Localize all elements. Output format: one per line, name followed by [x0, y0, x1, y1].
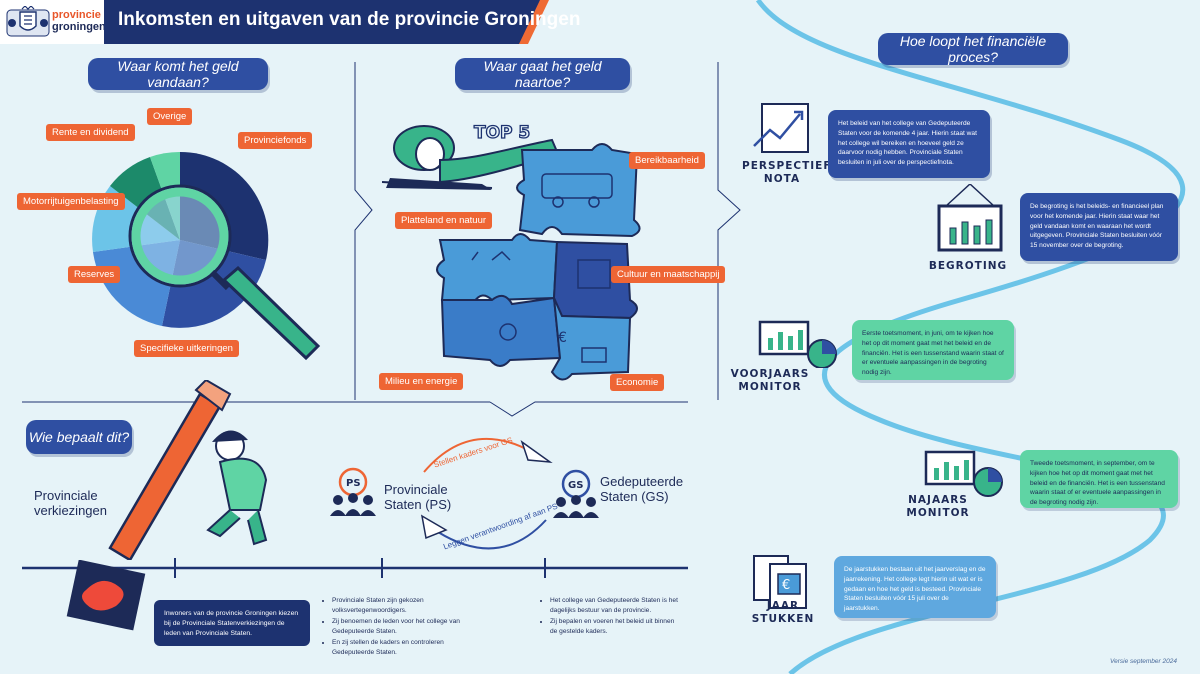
gs-badge-text: GS: [568, 480, 583, 491]
label-bereikbaarheid: Bereikbaarheid: [629, 152, 705, 169]
gs-group-icon: GS: [553, 469, 599, 518]
label-provinciefonds: Provinciefonds: [238, 132, 313, 149]
jaarstukken-label: JAAR STUKKEN: [751, 600, 815, 625]
begroting-info: De begroting is het beleids- en financie…: [1020, 193, 1178, 261]
ps-gs-arrows: [420, 437, 553, 550]
ps-bullet: Provinciale Staten zijn gekozen volksver…: [332, 596, 467, 616]
paper-plane-icon: [520, 440, 553, 463]
page-title: Inkomsten en uitgaven van de provincie G…: [118, 9, 581, 30]
top5-text: TOP 5: [474, 123, 530, 143]
perspectiefnota-info: Het beleid van het college van Gedeputee…: [828, 110, 990, 178]
income-heading: Waar komt het geld vandaan?: [88, 58, 268, 90]
label-milieu: Milieu en energie: [379, 373, 464, 390]
gs-bullet: Het college van Gedeputeerde Staten is h…: [550, 596, 680, 616]
ps-bullet: En zij stellen de kaders en controleren …: [332, 638, 467, 658]
svg-text:€: €: [782, 578, 790, 593]
magnifier-handle: [221, 265, 321, 361]
begroting-label: BEGROTING: [928, 260, 1008, 272]
perspectiefnota-icon: [753, 103, 809, 153]
label-cultuur: Cultuur en maatschappij: [611, 266, 726, 283]
begroting-icon: [937, 184, 1003, 252]
label-motorrijtuig: Motorrijtuigenbelasting: [17, 193, 125, 210]
crest-icon: [6, 6, 50, 37]
spending-heading: Waar gaat het geld naartoe?: [455, 58, 630, 90]
process-heading: Hoe loopt het financiële proces?: [878, 33, 1068, 65]
paper-plane-icon: [420, 514, 448, 540]
gs-bullet: Zij bepalen en voeren het beleid uit bin…: [550, 617, 680, 637]
label-overige: Overige: [147, 108, 193, 125]
ballot-icon: [66, 560, 146, 631]
logo-text-groningen: groningen: [52, 21, 106, 33]
label-economie: Economie: [610, 374, 665, 391]
perspectiefnota-label: PERSPECTIEF NOTA: [742, 160, 832, 185]
voorjaarsmonitor-icon: [758, 320, 837, 368]
voters-info-box: Inwoners van de provincie Groningen kiez…: [154, 600, 310, 646]
label-platteland: Platteland en natuur: [395, 212, 493, 229]
jaarstukken-info: De jaarstukken bestaan uit het jaarversl…: [834, 556, 996, 618]
pencil-person-illustration: [108, 380, 268, 560]
version-text: Versie september 2024: [1110, 658, 1177, 665]
logo-text-provincie: provincie: [52, 9, 101, 21]
income-pie-chart: [92, 151, 321, 361]
label-rente: Rente en dividend: [46, 124, 135, 141]
label-specifieke: Specifieke uitkeringen: [134, 340, 239, 357]
svg-text:€: €: [558, 330, 567, 346]
elections-title: Provinciale verkiezingen: [34, 488, 107, 518]
najaarsmonitor-label: NAJAARS MONITOR: [906, 494, 970, 519]
ps-group-icon: PS: [330, 467, 376, 516]
decide-heading: Wie bepaalt dit?: [26, 420, 132, 454]
najaarsmonitor-info: Tweede toetsmoment, in september, om te …: [1020, 450, 1178, 508]
gs-title: Gedeputeerde Staten (GS): [600, 474, 684, 504]
ps-badge-text: PS: [346, 478, 361, 489]
ps-title: Provinciale Staten (PS): [384, 482, 452, 512]
ps-bullet-list: Provinciale Staten zijn gekozen volksver…: [322, 596, 467, 659]
timeline: [22, 558, 688, 578]
label-reserves: Reserves: [68, 266, 121, 283]
voorjaarsmonitor-label: VOORJAARS MONITOR: [730, 368, 810, 393]
najaarsmonitor-icon: [924, 450, 1003, 497]
gs-bullet-list: Het college van Gedeputeerde Staten is h…: [540, 596, 680, 638]
jaarstukken-icon: €: [753, 555, 807, 609]
ps-bullet: Zij benoemen de leden voor het college v…: [332, 617, 467, 637]
header-bar: [104, 0, 544, 44]
voorjaarsmonitor-info: Eerste toetsmoment, in juni, om te kijke…: [852, 320, 1014, 380]
puzzle-illustration: TOP 5 €: [382, 122, 641, 381]
